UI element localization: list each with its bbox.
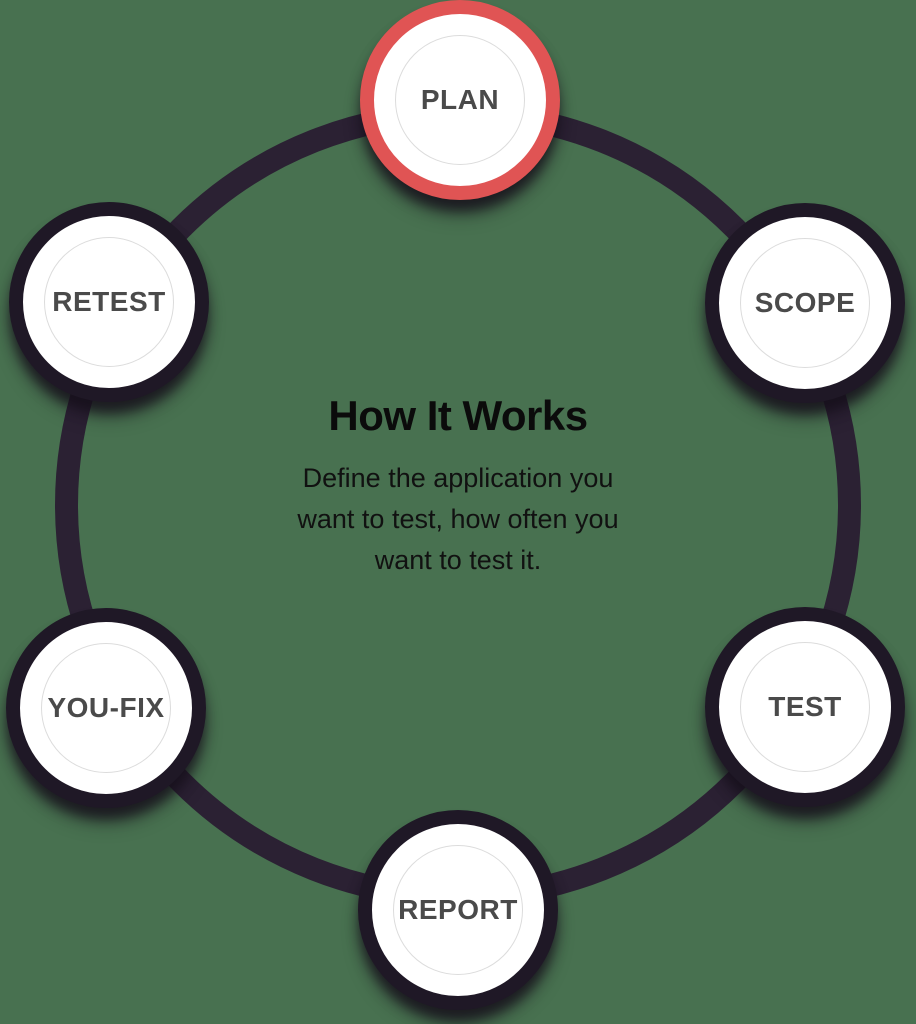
node-report-label: REPORT — [398, 894, 518, 925]
node-scope[interactable]: SCOPE — [705, 203, 905, 403]
node-scope-label: SCOPE — [754, 287, 856, 318]
center-text-block: How It Works Define the application you … — [208, 392, 708, 581]
node-you-fix[interactable]: YOU-FIX — [6, 608, 206, 808]
node-you-fix-label: YOU-FIX — [47, 692, 165, 723]
node-retest[interactable]: RETEST — [9, 202, 209, 402]
diagram-description-line: want to test, how often you — [297, 504, 619, 534]
node-plan[interactable]: PLAN — [360, 0, 560, 200]
node-plan-label: PLAN — [420, 84, 500, 115]
node-report[interactable]: REPORT — [358, 810, 558, 1010]
node-retest-label: RETEST — [52, 286, 166, 317]
node-test-label: TEST — [768, 691, 842, 722]
diagram-title: How It Works — [328, 392, 588, 439]
diagram-description-line: Define the application you — [302, 463, 614, 493]
diagram-description-line: want to test it. — [374, 545, 542, 575]
node-test[interactable]: TEST — [705, 607, 905, 807]
